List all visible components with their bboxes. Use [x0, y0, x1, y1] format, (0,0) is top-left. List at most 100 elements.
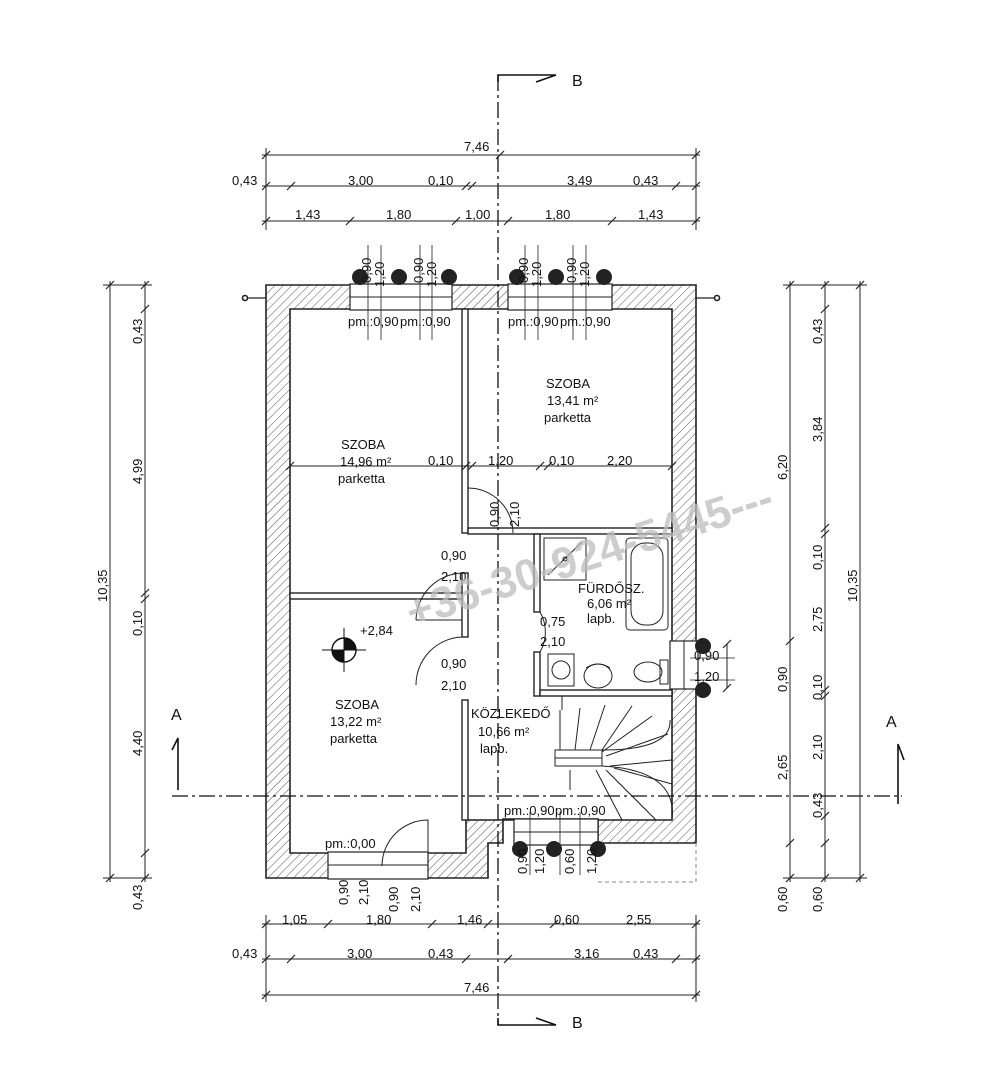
win-pm-4: pm.:0,90 [560, 314, 611, 329]
dim-right-b-4: 2,75 [810, 607, 825, 632]
win-top-3b: 1,20 [529, 262, 544, 287]
dim-top-total: 7,46 [464, 139, 489, 154]
washing-machine [547, 653, 575, 687]
win-top-1b: 1,20 [372, 262, 387, 287]
terrace-outline [598, 843, 697, 883]
room-area: 13,22 m² [330, 714, 382, 729]
dim-left-5: 0,43 [130, 885, 145, 910]
room-floor: lapb. [480, 741, 508, 756]
section-label-a-right: A [886, 714, 897, 731]
room-szoba-3: SZOBA 13,22 m² parketta [330, 697, 382, 746]
room-furdoszoba: FÜRDŐSZ. 6,06 m² lapb. [578, 581, 644, 626]
dim-bot-a-4: 0,60 [554, 912, 579, 927]
door-dim-1: 0,90 [336, 880, 351, 905]
dim-right-a-2: 2,65 [775, 755, 790, 780]
bathtub [625, 537, 669, 631]
room-name: FÜRDŐSZ. [578, 581, 644, 596]
room-szoba-2: SZOBA 13,41 m² parketta [544, 376, 599, 425]
room-floor: parketta [330, 731, 378, 746]
door-1-height: 2,10 [507, 502, 522, 527]
dim-inner-4: 2,20 [607, 453, 632, 468]
dim-right-a-1: 6,20 [775, 455, 790, 480]
room-area: 13,41 m² [547, 393, 599, 408]
door-3-width: 0,90 [441, 656, 466, 671]
section-label-b-bottom: B [572, 1015, 583, 1032]
room-floor: parketta [544, 410, 592, 425]
door-3-height: 2,10 [441, 678, 466, 693]
bathroom-fixtures [543, 537, 669, 689]
dim-bot-b-2: 3,00 [347, 946, 372, 961]
door-4-width: 0,75 [540, 614, 565, 629]
dim-bot-a-1: 1,05 [282, 912, 307, 927]
dim-bot-a-2: 1,80 [366, 912, 391, 927]
dim-top-a-3: 0,10 [428, 173, 453, 188]
door-1-width: 0,90 [487, 502, 502, 527]
win-top-1a: 0,90 [359, 258, 374, 283]
dim-bot-total: 7,46 [464, 980, 489, 995]
door-swings [381, 487, 546, 867]
win-pm-1: pm.:0,90 [348, 314, 399, 329]
win-bath-2: 1,20 [694, 669, 719, 684]
win-bottom-1b: 1,20 [532, 849, 547, 874]
dim-left-1: 0,43 [130, 319, 145, 344]
dim-left-4: 4,40 [130, 731, 145, 756]
dim-bot-b-3: 0,43 [428, 946, 453, 961]
room-area: 14,96 m² [340, 454, 392, 469]
door-dim-2: 2,10 [356, 880, 371, 905]
win-bath-1: 0,90 [694, 648, 719, 663]
win-pm-2: pm.:0,90 [400, 314, 451, 329]
win-top-4a: 0,90 [564, 258, 579, 283]
door-dim-3: 0,90 [386, 887, 401, 912]
section-label-a-left: A [171, 707, 182, 724]
dim-top-a-1: 0,43 [232, 173, 257, 188]
win-bottom-1a: 0,90 [515, 849, 530, 874]
dim-right-b-2: 3,84 [810, 417, 825, 442]
win-top-2a: 0,90 [411, 258, 426, 283]
win-top-4b: 1,20 [577, 262, 592, 287]
dim-right-c: 0,90 [775, 667, 790, 692]
room-name: SZOBA [546, 376, 590, 391]
room-szoba-1: SZOBA 14,96 m² parketta [338, 437, 392, 486]
dim-right-b-1: 0,43 [810, 319, 825, 344]
dim-right-a-3: 0,60 [775, 887, 790, 912]
toilet [659, 659, 669, 685]
win-top-3a: 0,90 [516, 258, 531, 283]
room-floor: lapb. [587, 611, 615, 626]
dim-right-total: 10,35 [845, 569, 860, 602]
door-4-height: 2,10 [540, 634, 565, 649]
dim-top-b-5: 1,43 [638, 207, 663, 222]
door-2-width: 0,90 [441, 548, 466, 563]
dim-inner-3: 0,10 [549, 453, 574, 468]
dim-bot-a-5: 2,55 [626, 912, 651, 927]
dim-top-b-2: 1,80 [386, 207, 411, 222]
dim-left-2: 4,99 [130, 459, 145, 484]
dim-top-a-2: 3,00 [348, 173, 373, 188]
win-pm-bottom-1: pm.:0,90 [504, 803, 555, 818]
stairs [554, 696, 673, 821]
win-pm-3: pm.:0,90 [508, 314, 559, 329]
dim-inner-2: 1,20 [488, 453, 513, 468]
win-bottom-2b: 1,20 [584, 849, 599, 874]
room-name: SZOBA [341, 437, 385, 452]
shower-tray [543, 537, 587, 581]
dim-right-b-3: 0,10 [810, 545, 825, 570]
dim-right-b-6: 2,10 [810, 735, 825, 760]
dim-top-b-1: 1,43 [295, 207, 320, 222]
dim-bot-b-5: 0,43 [633, 946, 658, 961]
window-heating-symbols [352, 269, 711, 857]
room-kozlekedo: KÖZLEKEDŐ 10,66 m² lapb. [471, 706, 550, 756]
level-marker-icon [322, 628, 366, 672]
dim-left-total: 10,35 [95, 569, 110, 602]
win-bottom-2a: 0,60 [562, 849, 577, 874]
dim-right-b-5: 0,10 [810, 675, 825, 700]
door-pm: pm.:0,00 [325, 836, 376, 851]
dim-top-a-4: 3,49 [567, 173, 592, 188]
room-area: 6,06 m² [587, 596, 632, 611]
room-area: 10,66 m² [478, 724, 530, 739]
room-name: KÖZLEKEDŐ [471, 706, 550, 721]
dim-bot-b-1: 0,43 [232, 946, 257, 961]
dim-inner-1: 0,10 [428, 453, 453, 468]
dim-top-b-4: 1,80 [545, 207, 570, 222]
win-top-2b: 1,20 [424, 262, 439, 287]
